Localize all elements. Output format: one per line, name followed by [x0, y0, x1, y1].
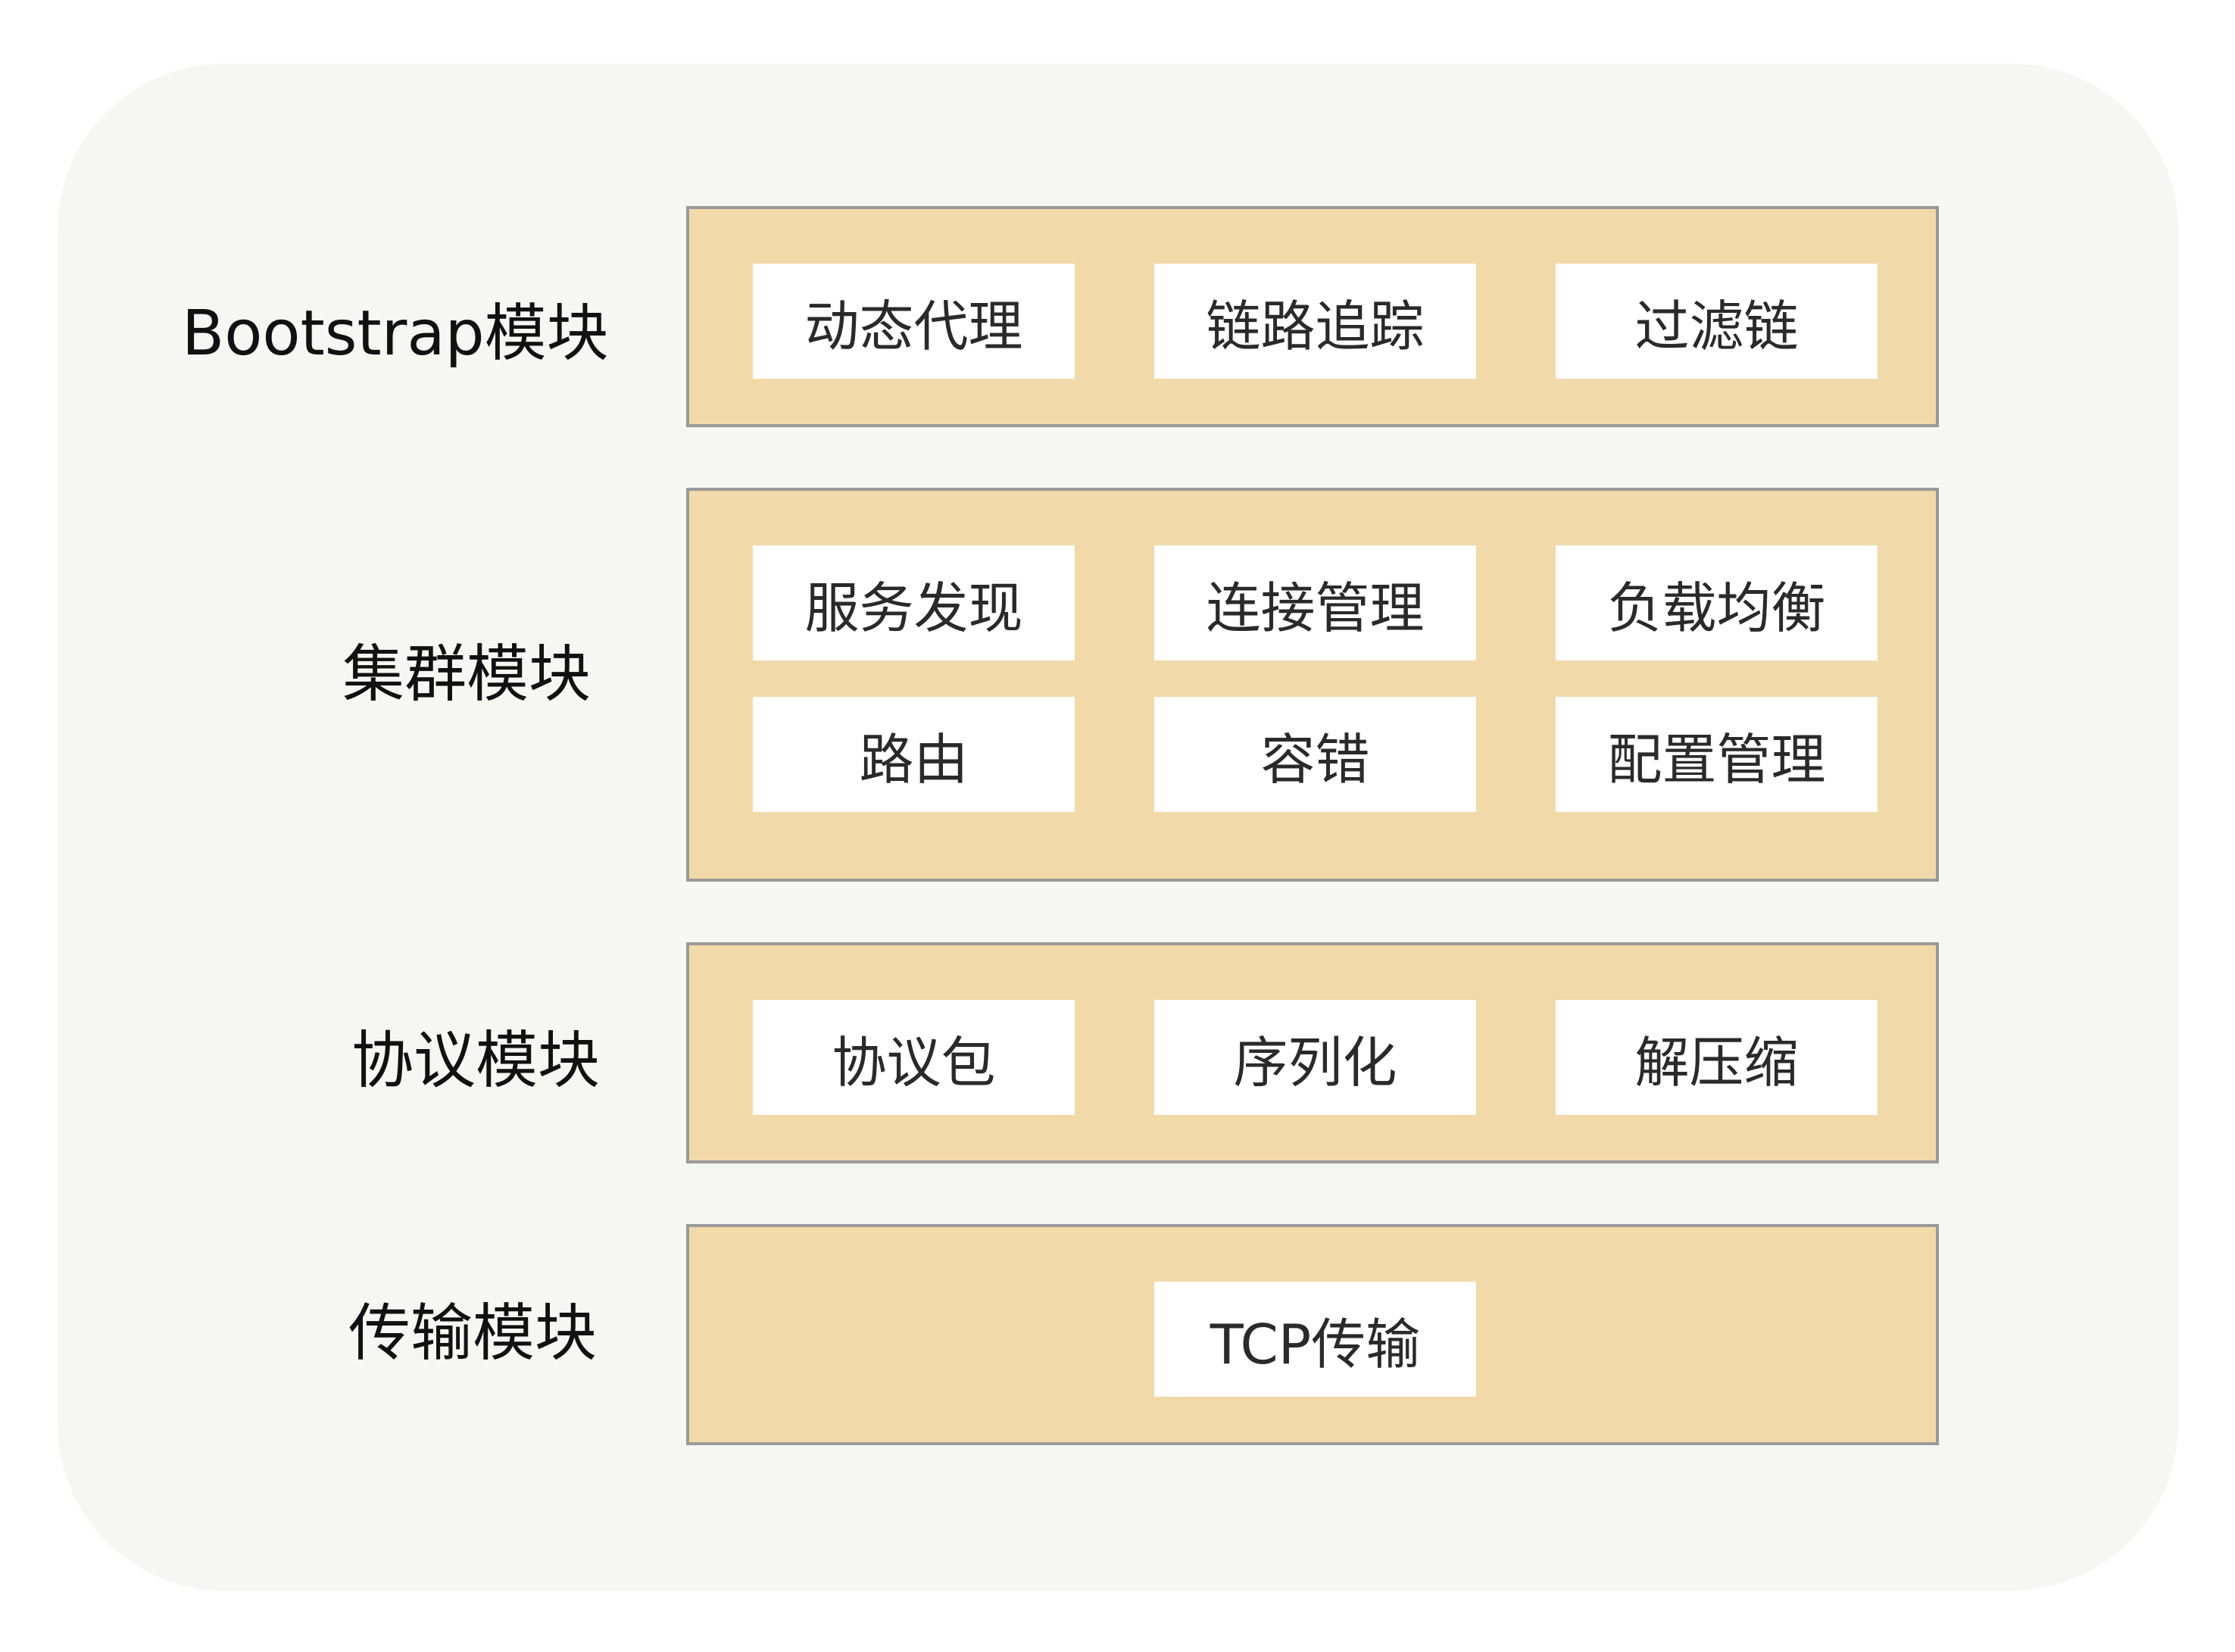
layer-label-transport: 传输模块	[348, 1298, 597, 1369]
layer-label-protocol: 协议模块	[351, 1025, 600, 1097]
layer-label-cluster: 集群模块	[342, 639, 591, 710]
layer-label-bootstrap: Bootstrap模块	[182, 298, 609, 370]
item-config-management: 配置管理	[1556, 697, 1878, 812]
item-load-balancing: 负载均衡	[1556, 545, 1878, 660]
item-routing: 路由	[753, 697, 1075, 812]
item-compression: 解压缩	[1556, 1000, 1878, 1115]
item-dynamic-proxy: 动态代理	[753, 264, 1075, 379]
item-protocol-packet: 协议包	[753, 1000, 1075, 1115]
item-fault-tolerance: 容错	[1154, 697, 1476, 812]
item-service-discovery: 服务发现	[753, 545, 1075, 660]
item-tcp-transport: TCP传输	[1154, 1282, 1476, 1397]
layer-box-transport: TCP传输	[686, 1224, 1939, 1445]
item-trace: 链路追踪	[1154, 264, 1476, 379]
layer-box-bootstrap: 动态代理 链路追踪 过滤链	[686, 206, 1939, 427]
item-connection-management: 连接管理	[1154, 545, 1476, 660]
item-serialization: 序列化	[1154, 1000, 1476, 1115]
layer-box-cluster: 服务发现 连接管理 负载均衡 路由 容错 配置管理	[686, 488, 1939, 882]
layer-box-protocol: 协议包 序列化 解压缩	[686, 942, 1939, 1163]
item-filter-chain: 过滤链	[1556, 264, 1878, 379]
